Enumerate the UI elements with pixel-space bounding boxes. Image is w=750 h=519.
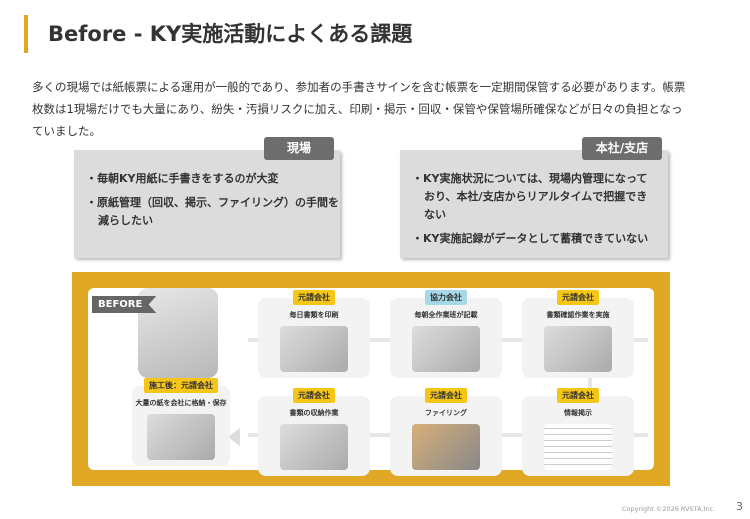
step-card: 元請会社毎日書類を印刷 xyxy=(258,290,370,378)
page-title: Before - KY実施活動によくある課題 xyxy=(48,22,413,46)
step-text: 情報掲示 xyxy=(564,409,592,417)
step-card: 元請会社ファイリング xyxy=(390,388,502,476)
honsha-item: ・KY実施状況については、現場内管理になっており、本社/支店からリアルタイムで把… xyxy=(412,172,648,221)
step-label: 元請会社 xyxy=(293,290,335,305)
step-label: 元請会社 xyxy=(293,388,335,403)
step-text: 毎朝全作業班が記載 xyxy=(414,311,478,319)
genba-item: ・原紙管理（回収、掲示、ファイリング）の手間を減らしたい xyxy=(86,196,339,227)
before-diagram: BEFORE 元請会社毎日書類を印刷 協力会社毎朝全作業班が記載 元請会社書類確… xyxy=(72,272,670,486)
before-badge: BEFORE xyxy=(92,296,157,313)
step-card: 元請会社書類確認作業を実施 xyxy=(522,290,634,378)
step-text: 書類確認作業を実施 xyxy=(546,311,610,319)
step-text: 毎日書類を印刷 xyxy=(289,311,339,319)
step-label: 元請会社 xyxy=(557,388,599,403)
step-text: ファイリング xyxy=(425,409,467,417)
step-text: 書類の収納作業 xyxy=(289,409,339,417)
step-card: 元請会社書類の収納作業 xyxy=(258,388,370,476)
genba-box: 現場 ・毎朝KY用紙に手書きをするのが大変 ・原紙管理（回収、掲示、ファイリング… xyxy=(74,137,340,258)
printer-illustration xyxy=(280,326,348,372)
arrow-left-icon xyxy=(228,428,240,446)
board-illustration xyxy=(544,424,612,470)
filing-illustration xyxy=(412,424,480,470)
genba-tag: 現場 xyxy=(264,137,334,160)
genba-item: ・毎朝KY用紙に手書きをするのが大変 xyxy=(86,172,279,185)
step-card: 施工後：元請会社大量の紙を会社に格納・保存 xyxy=(132,378,230,466)
honsha-tag: 本社/支店 xyxy=(582,137,662,160)
page-number: 3 xyxy=(736,500,743,513)
step-label: 元請会社 xyxy=(425,388,467,403)
copyright: Copyright ©2026 RVSTA,Inc. xyxy=(622,505,716,513)
step-card: 協力会社毎朝全作業班が記載 xyxy=(390,290,502,378)
step-label: 施工後：元請会社 xyxy=(144,378,218,393)
step-label: 協力会社 xyxy=(425,290,467,305)
title-accent-bar xyxy=(24,15,28,53)
shelf-illustration xyxy=(280,424,348,470)
intro-paragraph: 多くの現場では紙帳票による運用が一般的であり、参加者の手書きサインを含む帳票を一… xyxy=(32,80,686,138)
honsha-box: 本社/支店 ・KY実施状況については、現場内管理になっており、本社/支店からリア… xyxy=(400,137,668,258)
worker-illustration xyxy=(138,288,218,378)
step-label: 元請会社 xyxy=(557,290,599,305)
workers-illustration xyxy=(412,326,480,372)
honsha-item: ・KY実施記録がデータとして蓄積できていない xyxy=(412,232,649,245)
desk-illustration xyxy=(544,326,612,372)
papers-illustration xyxy=(147,414,215,460)
step-text: 大量の紙を会社に格納・保存 xyxy=(135,399,227,407)
step-card: 元請会社情報掲示 xyxy=(522,388,634,476)
